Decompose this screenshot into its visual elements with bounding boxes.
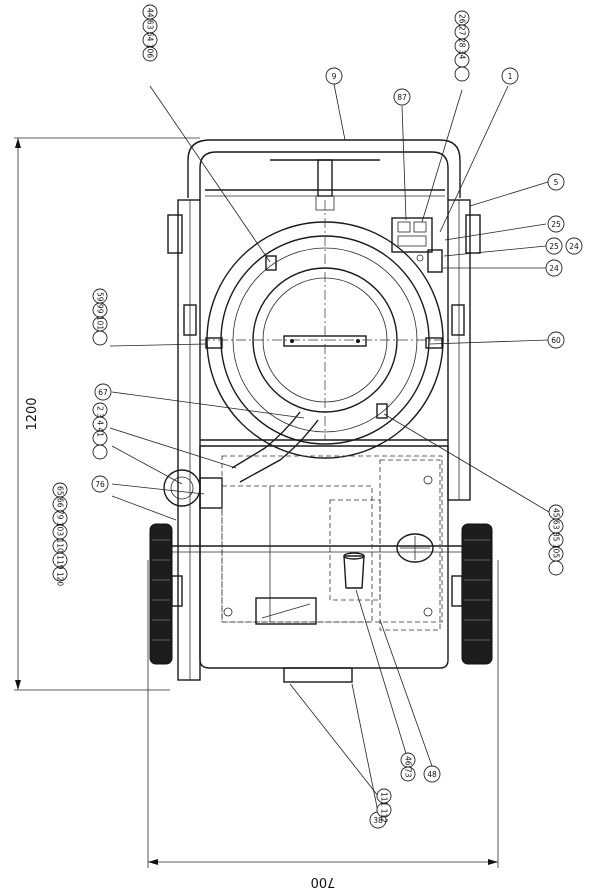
svg-text:26 27 28 34: 26 27 28 34 [458,14,467,60]
callout-87: 87 [393,88,411,106]
svg-text:60: 60 [551,336,561,345]
dimension-width-label: 700 [311,874,336,889]
callout-65-66-79-103-110-119-120: 65 66 79 103 110 119 120 [52,482,68,586]
callout-60: 60 [547,331,565,349]
svg-text:24: 24 [549,264,559,273]
svg-text:111 112: 111 112 [380,792,389,823]
callout-5: 5 [547,173,565,191]
callout-48: 48 [423,765,441,783]
svg-text:46 73: 46 73 [404,756,413,778]
callout-1: 1 [501,67,519,85]
callout-67: 67 [94,383,112,401]
svg-text:5: 5 [554,178,559,187]
callout-46-73: 46 73 [400,752,416,782]
callouts: 44 63 64 106 9 87 26 27 28 34 1 [52,4,583,829]
svg-text:45 63 85 105: 45 63 85 105 [552,508,561,558]
wheel-right [451,523,493,665]
svg-text:59 99 101: 59 99 101 [96,292,105,330]
dimension-length-label: 1200 [25,397,40,430]
callout-76: 76 [91,475,109,493]
callout-26-27-28-34: 26 27 28 34 [454,10,470,82]
leader-lines [109,83,550,813]
hose [163,411,319,509]
drum-assembly [200,200,450,459]
callout-25-a: 25 [547,215,565,233]
svg-text:25: 25 [551,220,561,229]
tank-outline [221,455,443,631]
svg-text:48: 48 [427,770,437,779]
wheel-left [149,523,183,665]
callout-9: 9 [325,67,343,85]
control-box [391,217,443,273]
callout-24-b: 24 [545,259,563,277]
svg-text:65 66 79 103 110 119 120: 65 66 79 103 110 119 120 [56,486,65,586]
svg-text:25: 25 [549,242,559,251]
svg-text:67: 67 [98,388,108,397]
callout-45-63-85-105: 45 63 85 105 [548,504,564,576]
svg-text:24: 24 [569,242,579,251]
svg-text:76: 76 [95,480,105,489]
callout-25-b: 25 [545,237,563,255]
svg-text:44 63 64 106: 44 63 64 106 [146,8,155,58]
dimension-length: 1200 [14,137,200,691]
svg-text:9: 9 [332,72,337,81]
svg-text:38: 38 [373,816,383,825]
svg-text:1: 1 [508,72,513,81]
callout-59-99-101: 59 99 101 [92,288,108,346]
callout-2-3-4-41: 2 3 4 41 [92,402,108,460]
dimension-width: 700 [147,560,499,889]
callout-111-112: 111 112 [376,788,392,823]
callout-24-a: 24 [565,237,583,255]
callout-44-63-64-106: 44 63 64 106 [142,4,158,62]
svg-text:87: 87 [397,93,407,102]
frame [160,139,490,683]
svg-text:2 3 4 41: 2 3 4 41 [96,406,105,437]
